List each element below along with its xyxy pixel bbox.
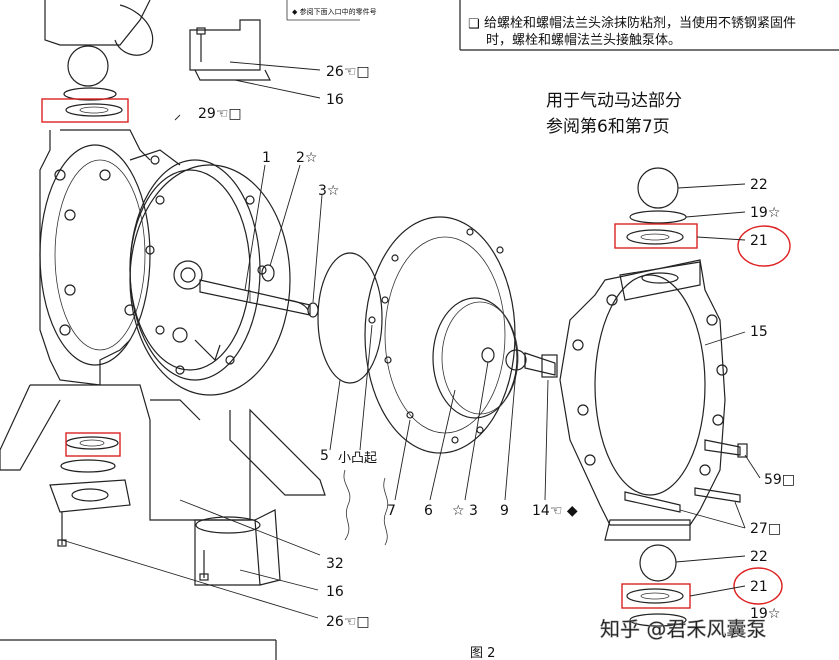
o-ring-bottom-right <box>629 613 687 627</box>
bottom-bolt-right <box>199 550 209 581</box>
callout-9: 9 <box>500 503 509 519</box>
callout-6: 6 <box>424 503 433 519</box>
callout-59: 59□ <box>764 472 795 488</box>
check-ball-top-left <box>67 45 109 87</box>
seat-bottom-right <box>626 588 684 604</box>
pump-stand <box>0 384 326 521</box>
callout-21-bottom: 21 <box>750 579 768 595</box>
o-ring-2 <box>261 264 275 282</box>
highlight-seat-top-left <box>41 98 129 123</box>
o-ring-top-left <box>63 87 117 101</box>
watermark: 知乎 @君禾风囊泵 <box>600 617 766 641</box>
o-ring-bottom-left <box>60 459 116 473</box>
break-lines <box>343 469 389 546</box>
callout-22-top: 22 <box>750 177 768 193</box>
right-fluid-cover <box>559 259 728 541</box>
fluid-plate-6 <box>432 297 519 419</box>
check-ball-top-right <box>637 167 679 209</box>
callout-21-top: 21 <box>750 233 768 249</box>
bottom-inlet-manifold <box>194 509 281 586</box>
highlight-seat-bottom-right <box>621 583 691 609</box>
callout-7: 7 <box>387 503 396 519</box>
callout-3-bottom: ☆ 3 <box>452 503 478 519</box>
tip-line-2: 时，螺栓和螺帽法兰头接触泵体。 <box>486 32 681 48</box>
small-note-box: ◆ 参阅下面入口中的零件号 <box>286 0 377 21</box>
bolts-27 <box>624 487 741 513</box>
backup-diaphragm-7 <box>364 216 516 454</box>
callout-26-bottom: 26☜□ <box>326 614 370 630</box>
seat-bottom-left <box>65 436 119 450</box>
callout-22-bottom: 22 <box>750 549 768 565</box>
callout-27: 27□ <box>750 521 781 537</box>
diaphragm-shaft <box>199 279 311 316</box>
top-outlet-manifold <box>44 0 271 81</box>
callout-15: 15 <box>750 324 768 340</box>
bubble-note: 小凸起 <box>338 451 377 466</box>
callout-26-top: 26☜□ <box>326 64 370 80</box>
leader-lines <box>61 61 761 619</box>
inlet-flange-left <box>49 479 131 513</box>
o-ring-3-right <box>481 347 495 363</box>
note-box: ❑ 给螺栓和螺帽法兰头涂抹防粘剂，当使用不锈钢紧固件 时，螺栓和螺帽法兰头接触泵… <box>459 0 839 51</box>
check-ball-bottom-right <box>639 544 677 582</box>
callout-16-top: 16 <box>326 92 344 108</box>
highlight-circle-21-bottom <box>733 567 783 605</box>
callout-1: 1 <box>262 150 271 166</box>
callout-labels: 26☜□ 16 29☜□ 1 2☆ 3☆ 5 小凸起 7 6 ☆ 3 9 14☜… <box>198 64 795 630</box>
center-plate <box>129 164 291 396</box>
motor-note-line-1: 用于气动马达部分 <box>546 91 682 111</box>
highlight-seat-bottom-left <box>65 432 121 457</box>
tip-checkbox: ❑ <box>468 17 480 32</box>
highlight-circle-21-top <box>737 225 791 267</box>
bottom-left-frame <box>0 639 277 660</box>
seat-top-right <box>626 229 684 245</box>
callout-16-bottom: 16 <box>326 584 344 600</box>
callout-14: 14☜ ◆ <box>532 503 578 519</box>
top-bolt <box>196 27 206 62</box>
o-ring-top-right <box>629 210 687 224</box>
callout-32: 32 <box>326 556 344 572</box>
callout-3-top: 3☆ <box>318 183 339 199</box>
seat-top-left <box>65 103 123 117</box>
motor-note-line-2: 参阅第6和第7页 <box>546 117 670 137</box>
bolt-59 <box>704 439 748 458</box>
highlight-seat-top-right <box>614 223 698 249</box>
small-note: ◆ 参阅下面入口中的零件号 <box>292 7 377 16</box>
callout-19-bottom: 19☆ <box>750 606 780 622</box>
tip-line-1: 给螺栓和螺帽法兰头涂抹防粘剂，当使用不锈钢紧固件 <box>484 15 796 31</box>
bolt-14 <box>524 352 558 378</box>
left-fluid-cover <box>39 129 151 386</box>
callout-29: 29☜□ <box>198 106 242 122</box>
figure-caption: 图 2 <box>470 646 495 660</box>
callout-19-top: 19☆ <box>750 205 780 221</box>
callout-2: 2☆ <box>296 150 317 166</box>
callout-5: 5 <box>320 448 329 464</box>
diaphragm-5 <box>317 252 383 384</box>
